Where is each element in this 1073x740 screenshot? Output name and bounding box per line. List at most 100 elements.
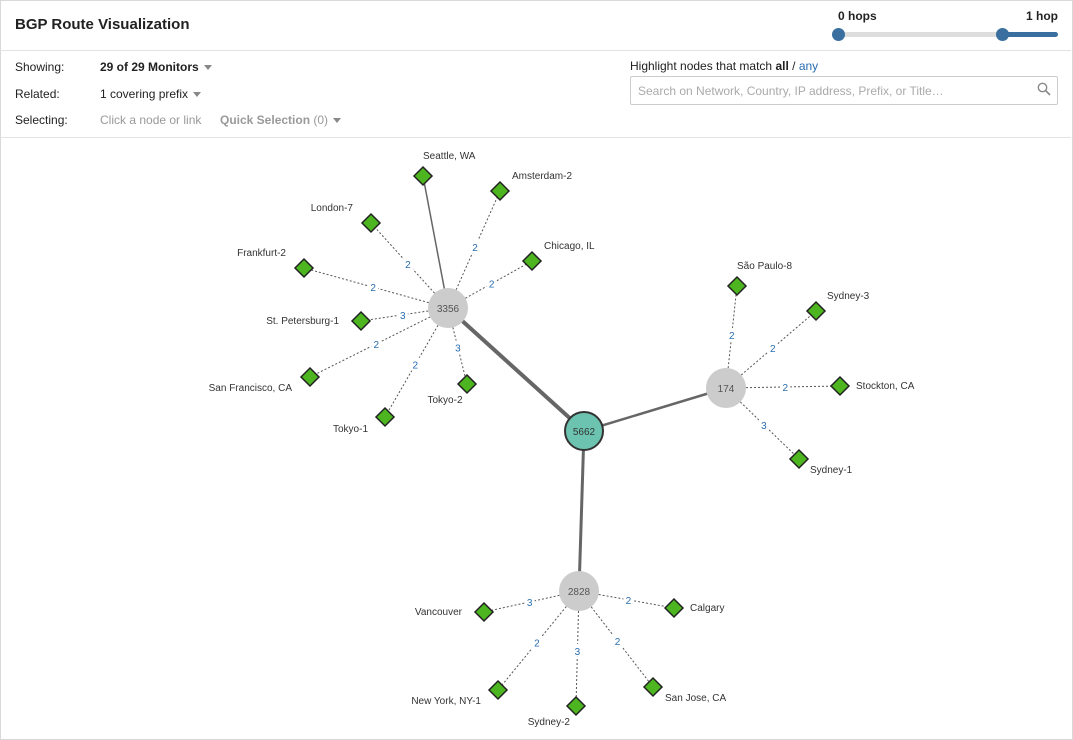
hop-count-label: 2 xyxy=(782,383,788,394)
monitor-stockton-ca[interactable] xyxy=(829,375,851,397)
monitor-chicago-il[interactable] xyxy=(521,250,543,272)
hops-min-label: 0 hops xyxy=(838,9,877,23)
monitor-link[interactable] xyxy=(497,590,580,691)
as-node-label: 2828 xyxy=(568,587,591,598)
search-icon[interactable] xyxy=(1037,82,1051,96)
monitor-s-o-paulo-8[interactable] xyxy=(726,275,748,297)
showing-value: 29 of 29 Monitors xyxy=(100,60,199,74)
hop-label-bg xyxy=(524,594,535,608)
monitor-san-francisco-ca[interactable] xyxy=(299,366,321,388)
showing-label: Showing: xyxy=(15,60,65,74)
monitor-link[interactable] xyxy=(360,307,449,322)
monitor-label: São Paulo-8 xyxy=(737,261,792,272)
hop-label-bg xyxy=(623,592,634,606)
hop-count-label: 2 xyxy=(626,596,632,607)
as-node-2828[interactable] xyxy=(559,571,599,611)
monitor-label: London-7 xyxy=(311,203,354,214)
monitor-sydney-2[interactable] xyxy=(565,695,587,717)
monitor-label: New York, NY-1 xyxy=(411,696,481,707)
as-link-174[interactable] xyxy=(583,386,727,433)
monitor-san-jose-ca[interactable] xyxy=(642,676,664,698)
hop-count-label: 2 xyxy=(412,361,418,372)
monitor-label: Chicago, IL xyxy=(544,241,595,252)
hop-count-label: 2 xyxy=(489,280,495,291)
monitor-label: Sydney-1 xyxy=(810,465,853,476)
monitor-label: Frankfurt-2 xyxy=(237,248,286,259)
hop-label-bg xyxy=(780,379,791,393)
monitor-label: Tokyo-2 xyxy=(427,395,462,406)
hop-label-bg xyxy=(726,327,737,341)
monitor-sydney-1[interactable] xyxy=(788,448,810,470)
monitor-label: San Francisco, CA xyxy=(209,383,293,394)
hop-label-bg xyxy=(572,643,583,657)
page-title: BGP Route Visualization xyxy=(15,16,190,33)
monitor-london-7[interactable] xyxy=(360,212,382,234)
hop-count-label: 3 xyxy=(400,311,406,322)
quick-selection-dropdown[interactable]: Quick Selection (0) xyxy=(220,113,342,127)
as-node-label: 174 xyxy=(718,384,735,395)
hops-slider[interactable] xyxy=(832,28,1058,41)
hops-slider-fill xyxy=(1003,32,1058,37)
hops-max-label: 1 hop xyxy=(1026,9,1058,23)
hops-slider-max-thumb[interactable] xyxy=(996,28,1009,41)
match-all-option[interactable]: all xyxy=(775,59,789,73)
monitor-label: Tokyo-1 xyxy=(333,424,368,435)
monitor-frankfurt-2[interactable] xyxy=(293,257,315,279)
monitor-label: Seattle, WA xyxy=(423,151,476,162)
monitor-label: Calgary xyxy=(690,603,724,614)
hop-label-bg xyxy=(486,276,497,290)
search-input[interactable] xyxy=(636,81,1035,101)
hop-label-bg xyxy=(531,635,542,649)
monitor-tokyo-2[interactable] xyxy=(456,373,478,395)
monitor-tokyo-1[interactable] xyxy=(374,406,396,428)
search-box xyxy=(630,76,1058,105)
quick-selection-count: (0) xyxy=(313,113,329,127)
hops-slider-min-thumb[interactable] xyxy=(832,28,845,41)
related-dropdown[interactable]: 1 covering prefix xyxy=(100,87,202,101)
monitor-calgary[interactable] xyxy=(663,597,685,619)
related-value: 1 covering prefix xyxy=(100,87,189,101)
as-link-2828[interactable] xyxy=(577,430,586,592)
header-bar: BGP Route Visualization 0 hops 1 hop xyxy=(0,0,1071,51)
monitor-label: Vancouver xyxy=(415,607,463,618)
as-node-3356[interactable] xyxy=(428,288,468,328)
hop-label-bg xyxy=(397,307,408,321)
monitor-sydney-3[interactable] xyxy=(805,300,827,322)
hop-label-bg xyxy=(402,256,413,270)
match-any-option[interactable]: any xyxy=(798,59,819,73)
hop-count-label: 2 xyxy=(370,283,376,294)
selecting-hint: Click a node or link xyxy=(100,113,202,127)
monitor-amsterdam-2[interactable] xyxy=(489,180,511,202)
hop-count-label: 2 xyxy=(534,638,540,649)
monitor-link[interactable] xyxy=(384,307,449,418)
hop-count-label: 3 xyxy=(527,598,533,609)
monitor-link[interactable] xyxy=(422,175,449,309)
hop-count-label: 2 xyxy=(729,331,735,342)
hop-count-label: 2 xyxy=(373,340,379,351)
monitor-label: Sydney-2 xyxy=(528,717,571,728)
monitor-seattle-wa[interactable] xyxy=(412,165,434,187)
as-node-174[interactable] xyxy=(706,368,746,408)
quick-selection-label: Quick Selection xyxy=(220,113,311,127)
chevron-down-icon xyxy=(333,118,342,124)
monitor-link[interactable] xyxy=(303,267,449,309)
hop-label-bg xyxy=(371,336,382,350)
monitor-label: Stockton, CA xyxy=(856,381,915,392)
monitor-new-york-ny-1[interactable] xyxy=(487,679,509,701)
origin-node-label: 5662 xyxy=(573,427,596,438)
showing-dropdown[interactable]: 29 of 29 Monitors xyxy=(100,60,212,74)
as-link-3356[interactable] xyxy=(446,306,586,433)
hop-count-label: 2 xyxy=(770,344,776,355)
monitor-st-petersburg-1[interactable] xyxy=(350,310,372,332)
hop-label-bg xyxy=(612,633,623,647)
hop-count-label: 3 xyxy=(455,344,461,355)
related-label: Related: xyxy=(15,87,60,101)
monitor-vancouver[interactable] xyxy=(473,601,495,623)
monitor-label: Amsterdam-2 xyxy=(512,171,572,182)
origin-node[interactable] xyxy=(564,411,604,451)
hop-label-bg xyxy=(368,280,379,294)
highlight-label: Highlight nodes that match all / any xyxy=(630,59,818,73)
hop-count-label: 3 xyxy=(575,647,581,658)
hop-count-label: 3 xyxy=(761,421,767,432)
